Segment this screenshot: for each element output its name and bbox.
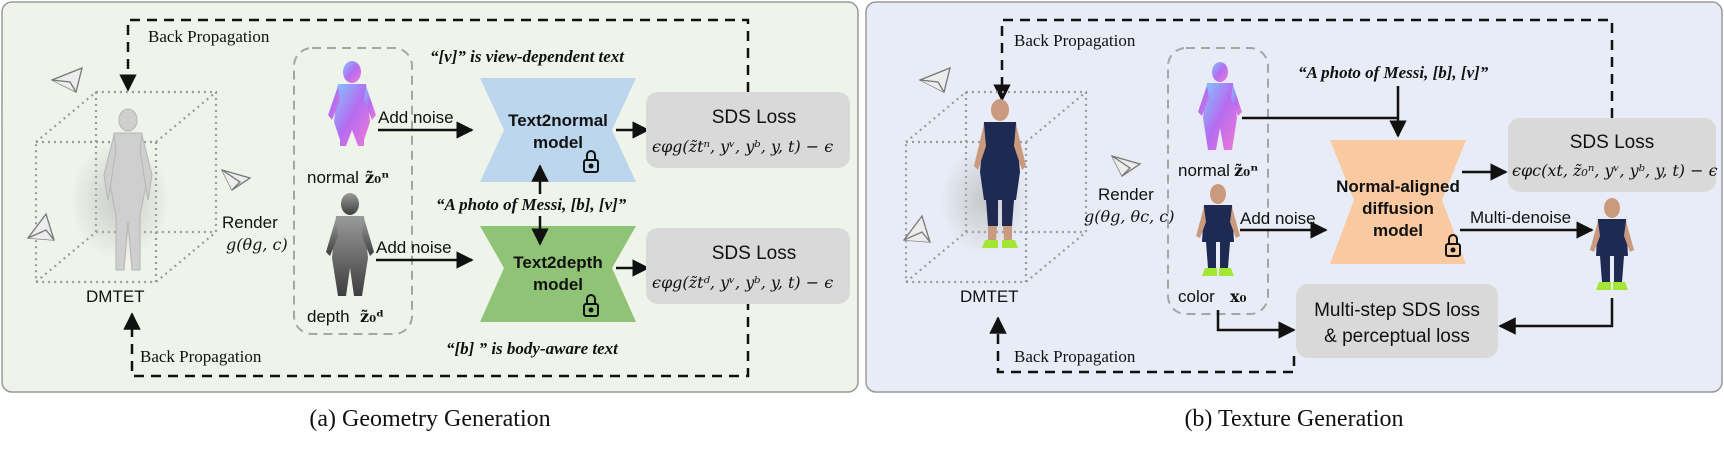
back-propagation-top-arrow — [119, 18, 750, 92]
denoised-player-figure — [1590, 198, 1634, 290]
text2depth-model-label-2: model — [533, 275, 583, 294]
dmtet-textured-player — [974, 99, 1026, 248]
color-render-figure — [1196, 184, 1240, 276]
depth-latent-symbol: z̃₀ᵈ — [360, 307, 384, 326]
denoised-to-loss-arrow — [1498, 298, 1614, 335]
multi-step-loss-label: Multi-step SDS loss — [1314, 300, 1480, 321]
panel-texture-background — [865, 1, 1723, 393]
normal-label: normal — [1178, 161, 1230, 180]
render-label: Render — [222, 213, 278, 232]
sds-loss-title-normal: SDS Loss — [712, 107, 796, 128]
text2depth-model — [480, 226, 636, 322]
prompt-text: “A photo of Messi, [b], [v]” — [436, 195, 627, 214]
sds-loss-formula-depth: ϵφg(z̃tᵈ, yᵛ, yᵇ, y, t) − ϵ — [652, 273, 833, 292]
diffusion-model-label-3: model — [1373, 221, 1423, 240]
panel-geometry: Back Propagation Back Propagation — [1, 1, 859, 393]
multi-denoise-label: Multi-denoise — [1470, 208, 1571, 227]
diffusion-model-label: Normal-aligned — [1336, 177, 1460, 196]
text2normal-model-label-2: model — [533, 133, 583, 152]
normal-latent-symbol: z̃₀ⁿ — [1234, 161, 1258, 180]
back-propagation-top-arrow — [993, 18, 1614, 118]
dmtet-label: DMTET — [86, 287, 145, 306]
prompt-text: “A photo of Messi, [b], [v]” — [1298, 63, 1489, 82]
lock-icon — [583, 150, 599, 173]
render-label: Render — [1098, 185, 1154, 204]
multi-step-loss-box — [1296, 284, 1498, 358]
view-dependent-text: “[v]” is view-dependent text — [430, 47, 625, 66]
normal-map-figure — [328, 61, 376, 146]
sds-loss-title: SDS Loss — [1570, 132, 1654, 153]
camera-icon — [26, 212, 55, 241]
back-propagation-top-label: Back Propagation — [148, 27, 270, 46]
back-propagation-top-label: Back Propagation — [1014, 31, 1136, 50]
text2normal-model-label: Text2normal — [508, 111, 608, 130]
sds-loss-title-depth: SDS Loss — [712, 243, 796, 264]
add-noise-depth-label: Add noise — [376, 238, 452, 257]
text2normal-model — [480, 78, 636, 182]
camera-icon — [220, 168, 252, 191]
multi-step-loss-label-2: & perceptual loss — [1324, 326, 1470, 347]
color-symbol: x₀ — [1230, 287, 1247, 306]
sds-loss-formula: ϵφc(xt, z̃₀ⁿ, yᵛ, yᵇ, y, t) − ϵ — [1512, 161, 1718, 180]
caption-texture: (b) Texture Generation — [1184, 406, 1403, 432]
normal-map-figure — [1198, 62, 1242, 150]
depth-label: depth — [307, 307, 350, 326]
sds-loss-box-normal — [646, 92, 850, 168]
add-noise-label: Add noise — [1240, 209, 1316, 228]
normal-label: normal — [307, 168, 359, 187]
body-aware-text: “[b] ” is body-aware text — [446, 339, 619, 358]
text2depth-model-label: Text2depth — [513, 253, 602, 272]
sds-loss-box — [1508, 118, 1716, 192]
panel-texture: Back Propagation Back Propagation — [865, 1, 1723, 393]
diffusion-model-label-2: diffusion — [1362, 199, 1434, 218]
back-propagation-bottom-label: Back Propagation — [1014, 347, 1136, 366]
dmtet-human-mesh — [103, 108, 153, 271]
lock-icon — [583, 294, 599, 317]
render-function: g(θg, c) — [226, 235, 288, 254]
camera-icon — [902, 214, 931, 243]
camera-icon — [50, 66, 83, 93]
depth-map-figure — [326, 193, 374, 296]
lock-icon — [1445, 234, 1461, 257]
camera-icon — [918, 66, 951, 93]
back-propagation-bottom-label: Back Propagation — [140, 347, 262, 366]
sds-loss-formula-normal: ϵφg(z̃tⁿ, yᵛ, yᵇ, y, t) − ϵ — [652, 137, 833, 156]
caption-geometry: (a) Geometry Generation — [309, 406, 550, 432]
rendered-views-group — [293, 47, 413, 335]
render-function: g(θg, θc, c) — [1084, 207, 1175, 226]
normal-aligned-diffusion-model — [1330, 140, 1466, 264]
color-to-loss-arrow — [1216, 310, 1296, 339]
back-propagation-bottom-arrow — [123, 300, 750, 378]
camera-icon — [1110, 154, 1142, 177]
add-noise-normal-label: Add noise — [378, 108, 454, 127]
sds-loss-box-depth — [646, 228, 850, 304]
dmtet-label: DMTET — [960, 287, 1019, 306]
normal-latent-symbol: z̃₀ⁿ — [365, 168, 389, 187]
back-propagation-bottom-arrow — [989, 316, 1296, 374]
color-label: color — [1178, 287, 1215, 306]
